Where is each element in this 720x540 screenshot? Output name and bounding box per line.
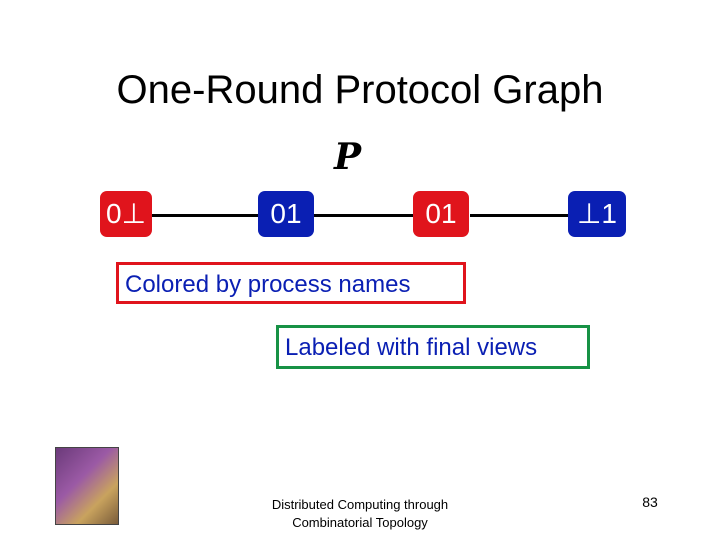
graph-edge-3 <box>470 214 580 217</box>
graph-node-1: 0⊥ <box>100 191 152 237</box>
labeled-with-callout: Labeled with final views <box>276 325 590 369</box>
footer-line-1: Distributed Computing through <box>271 497 449 512</box>
footer-citation: Distributed Computing through Combinator… <box>240 496 480 532</box>
graph-node-3: 01 <box>413 191 469 237</box>
book-cover-image <box>55 447 119 525</box>
slide-title: One-Round Protocol Graph <box>116 68 604 112</box>
footer-line-2: Combinatorial Topology <box>292 515 428 530</box>
colored-by-callout: Colored by process names <box>116 262 466 304</box>
graph-edge-2 <box>312 214 422 217</box>
protocol-complex-symbol: P <box>334 136 362 178</box>
page-number: 83 <box>642 494 658 510</box>
graph-node-2: 01 <box>258 191 314 237</box>
graph-node-4: ⊥1 <box>568 191 626 237</box>
graph-edge-1 <box>150 214 260 217</box>
